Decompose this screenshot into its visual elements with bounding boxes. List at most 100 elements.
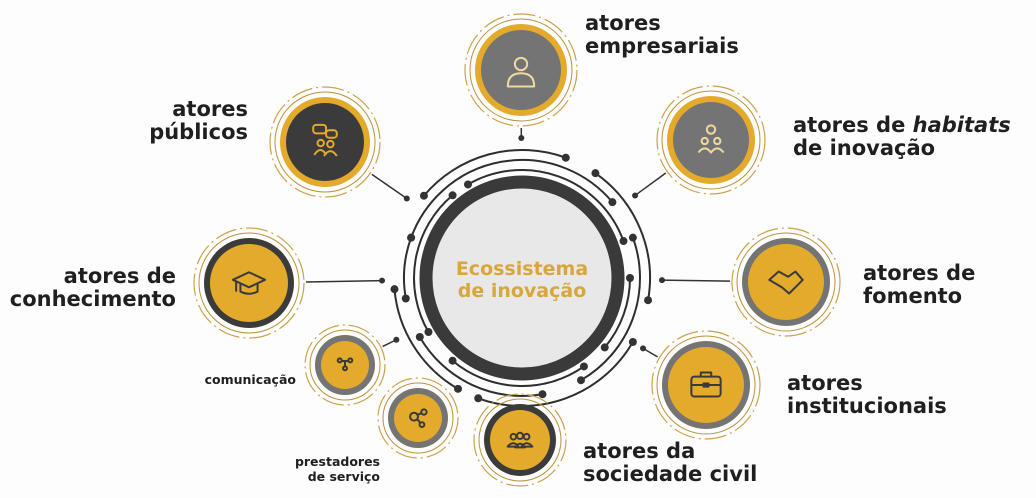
circuit-dot bbox=[390, 285, 399, 294]
connector-dot bbox=[393, 336, 400, 343]
connector-dot bbox=[640, 345, 647, 352]
circuit-arc bbox=[393, 289, 459, 390]
label-line: atores de bbox=[63, 264, 176, 288]
circuit-dot bbox=[591, 169, 600, 178]
circuit-dot bbox=[619, 237, 628, 246]
node-publicos bbox=[269, 86, 381, 198]
connector-line bbox=[661, 279, 731, 282]
circuit-arc bbox=[603, 277, 631, 349]
circuit-arc bbox=[580, 237, 641, 382]
connector-dot bbox=[518, 135, 525, 142]
node-disc bbox=[286, 103, 364, 181]
circuit-dot bbox=[448, 356, 457, 365]
label-comunicacao: comunicação bbox=[180, 372, 296, 387]
connector-line bbox=[305, 279, 383, 283]
circuit-arc bbox=[413, 194, 454, 333]
circuit-dot bbox=[538, 390, 547, 399]
label-atores-habitats: atores de habitats de inovação bbox=[793, 114, 1011, 160]
label-line: atores bbox=[787, 371, 863, 395]
label-prestadores-servico: prestadores de serviço bbox=[270, 454, 380, 484]
briefcase-icon bbox=[690, 371, 722, 398]
node-outer-ring bbox=[661, 90, 761, 190]
node-outer-ring bbox=[656, 335, 756, 435]
connector-line bbox=[634, 172, 667, 197]
node-disc bbox=[673, 102, 749, 178]
label-line: de serviço bbox=[307, 469, 380, 484]
node-disc bbox=[748, 244, 824, 320]
node-outer-ring bbox=[274, 91, 376, 193]
node-institucionais bbox=[651, 330, 761, 440]
node-fomento bbox=[731, 227, 841, 337]
circuit-dot bbox=[407, 233, 416, 242]
circuit-arc bbox=[410, 159, 614, 238]
center-circle bbox=[419, 175, 625, 381]
label-line: de inovação bbox=[793, 136, 936, 160]
node-conhecimento bbox=[193, 227, 305, 339]
person-icon bbox=[506, 56, 536, 88]
label-line: atores da bbox=[583, 439, 696, 463]
node-outer-dashed-ring bbox=[731, 227, 841, 337]
label-line: prestadores bbox=[294, 454, 380, 469]
handshake-icon bbox=[768, 270, 804, 295]
label-line: sociedade civil bbox=[583, 462, 758, 486]
center-title: Ecossistema de inovação bbox=[432, 258, 612, 302]
circuit-dot bbox=[628, 233, 637, 242]
label-line: empresariais bbox=[585, 34, 739, 58]
label-line: atores de habitats bbox=[793, 114, 1011, 137]
node-outer-dashed-ring bbox=[304, 324, 386, 406]
node-outer-dashed-ring bbox=[464, 13, 578, 127]
node-outer-ring bbox=[198, 232, 300, 334]
node-outer-dashed-ring bbox=[269, 86, 381, 198]
label-line: atores bbox=[172, 97, 248, 121]
label-atores-sociedade-civil: atores da sociedade civil bbox=[583, 440, 757, 486]
circuit-dot bbox=[561, 153, 570, 162]
circuit-dot bbox=[579, 362, 588, 371]
node-outer-ring bbox=[736, 232, 836, 332]
circuit-dot bbox=[415, 333, 424, 341]
connector-dot bbox=[403, 195, 410, 202]
node-sociedade bbox=[473, 393, 567, 487]
label-atores-publicos: atores públicos bbox=[120, 98, 248, 144]
label-line: comunicação bbox=[204, 372, 296, 387]
label-line: públicos bbox=[149, 120, 248, 144]
node-outer-ring bbox=[469, 18, 573, 122]
label-atores-fomento: atores de fomento bbox=[863, 262, 975, 308]
connector-dot bbox=[632, 192, 639, 199]
node-outer-ring bbox=[382, 382, 454, 454]
circuit-dot bbox=[424, 328, 433, 336]
circuit-dot bbox=[419, 191, 428, 200]
circuit-arc bbox=[467, 169, 625, 242]
circuit-arc bbox=[423, 149, 567, 197]
label-italic-part: habitats bbox=[912, 113, 1011, 137]
label-atores-empresariais: atores empresariais bbox=[585, 12, 739, 58]
node-outer-dashed-ring bbox=[377, 377, 459, 459]
label-atores-conhecimento: atores de conhecimento bbox=[0, 265, 176, 311]
circuit-arc bbox=[418, 336, 543, 397]
node-habitats bbox=[656, 85, 766, 195]
node-disc bbox=[210, 244, 288, 322]
circuit-arc bbox=[451, 359, 585, 387]
network-people-icon bbox=[336, 357, 354, 372]
circuit-dot bbox=[464, 180, 472, 189]
connected-users-icon bbox=[409, 408, 428, 428]
node-outer-dashed-ring bbox=[193, 227, 305, 339]
circuit-dot bbox=[626, 274, 634, 282]
circuit-arc bbox=[477, 341, 634, 407]
circuit-dot bbox=[600, 343, 609, 352]
center-title-line1: Ecossistema bbox=[455, 258, 589, 280]
connector-dot bbox=[658, 277, 665, 284]
circuit-dot bbox=[454, 384, 462, 393]
node-comunicacao bbox=[304, 324, 386, 406]
graduation-cap-icon bbox=[231, 271, 267, 295]
team-idea-icon bbox=[697, 124, 725, 154]
node-outer-ring bbox=[478, 398, 562, 482]
circuit-arc bbox=[594, 172, 651, 301]
connector-dot bbox=[379, 277, 386, 284]
center-title-line2: de inovação bbox=[457, 280, 587, 302]
circuit-dot bbox=[448, 191, 457, 200]
circuit-dot bbox=[474, 394, 483, 403]
label-part: atores de bbox=[793, 113, 913, 137]
node-empresariais bbox=[464, 13, 578, 127]
